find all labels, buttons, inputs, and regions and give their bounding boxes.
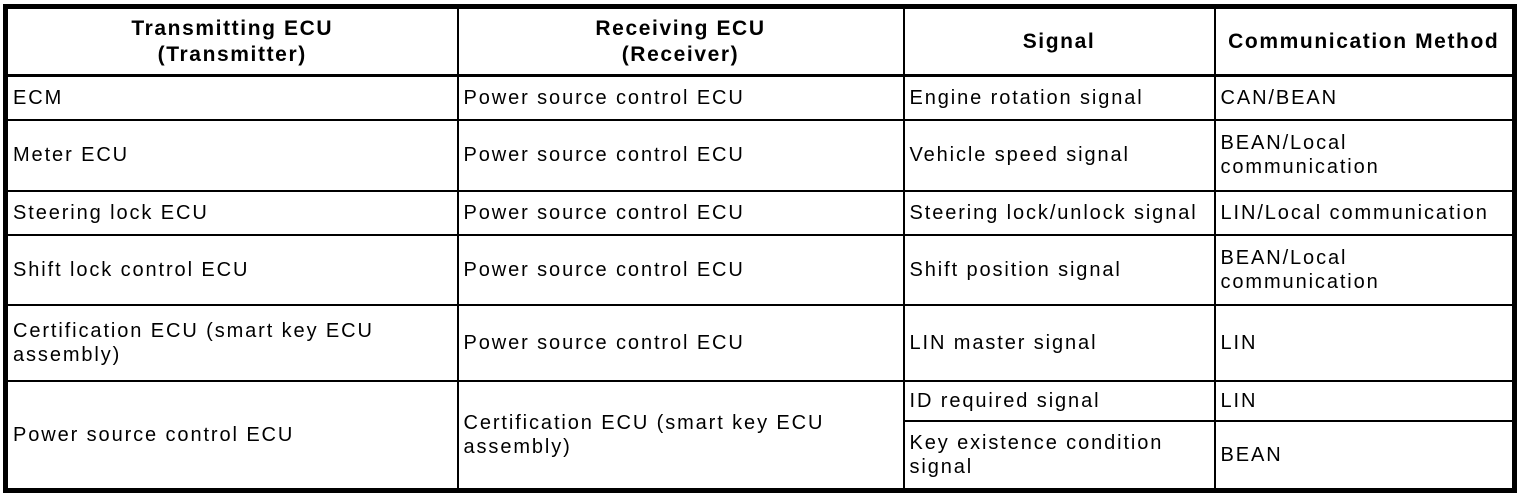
cell-method: LIN bbox=[1213, 379, 1516, 422]
cell-signal: LIN master signal bbox=[902, 303, 1216, 382]
table-row: Certification ECU (smart key ECU assembl… bbox=[4, 303, 1516, 382]
table-row: Key existence condition signal BEAN bbox=[6, 419, 1516, 492]
cell-receiver: Certification ECU (smart key ECU assembl… bbox=[456, 379, 905, 492]
cell-receiver: Power source control ECU bbox=[456, 189, 905, 236]
cell-method: LIN bbox=[1213, 303, 1516, 382]
header-transmitting-ecu: Transmitting ECU (Transmitter) bbox=[4, 5, 459, 77]
header-receiving-ecu: Receiving ECU (Receiver) bbox=[456, 5, 905, 77]
cell-method: LIN/Local communication bbox=[1213, 189, 1516, 236]
cell-signal: Steering lock/unlock signal bbox=[902, 189, 1216, 236]
header-signal: Signal bbox=[902, 5, 1216, 77]
cell-transmitter: Steering lock ECU bbox=[4, 189, 459, 236]
cell-signal: Engine rotation signal bbox=[902, 74, 1216, 121]
cell-transmitter: ECM bbox=[4, 74, 459, 121]
cell-method: BEAN bbox=[1213, 419, 1516, 492]
header-communication-method: Communication Method bbox=[1213, 5, 1516, 77]
cell-transmitter: Meter ECU bbox=[4, 118, 459, 192]
cell-transmitter: Power source control ECU bbox=[4, 379, 459, 492]
cell-signal: Vehicle speed signal bbox=[902, 118, 1216, 192]
cell-receiver: Power source control ECU bbox=[456, 233, 905, 306]
cell-signal: Key existence condition signal bbox=[902, 419, 1216, 492]
cell-transmitter: Certification ECU (smart key ECU assembl… bbox=[4, 303, 459, 382]
table-row: ECM Power source control ECU Engine rota… bbox=[4, 74, 1516, 121]
header-row: Transmitting ECU (Transmitter) Receiving… bbox=[4, 5, 1516, 77]
cell-receiver: Power source control ECU bbox=[456, 74, 905, 121]
cell-receiver: Power source control ECU bbox=[456, 118, 905, 192]
table-row: Meter ECU Power source control ECU Vehic… bbox=[4, 118, 1516, 192]
table-row: Steering lock ECU Power source control E… bbox=[4, 189, 1516, 236]
cell-signal: Shift position signal bbox=[902, 233, 1216, 306]
cell-method: BEAN/Local communication bbox=[1213, 118, 1516, 192]
table-row: Shift lock control ECU Power source cont… bbox=[4, 233, 1516, 306]
cell-signal: ID required signal bbox=[902, 379, 1216, 422]
cell-receiver: Power source control ECU bbox=[456, 303, 905, 382]
cell-method: BEAN/Local communication bbox=[1213, 233, 1516, 306]
cell-method: CAN/BEAN bbox=[1213, 74, 1516, 121]
ecu-communication-table: Transmitting ECU (Transmitter) Receiving… bbox=[3, 4, 1517, 493]
cell-transmitter: Shift lock control ECU bbox=[4, 233, 459, 306]
table-row: Power source control ECU Certification E… bbox=[4, 379, 1516, 492]
